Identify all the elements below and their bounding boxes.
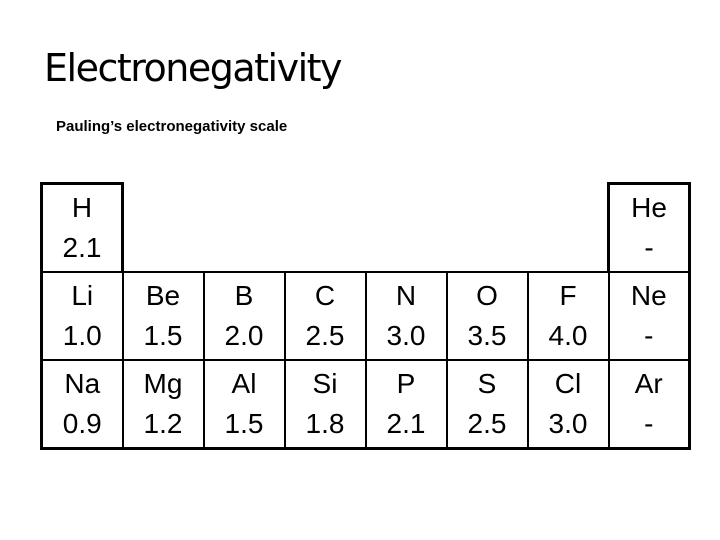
element-value: 1.5 [143, 320, 183, 351]
element-cell-si: Si 1.8 [283, 359, 367, 450]
element-cell-al: Al 1.5 [202, 359, 286, 450]
element-symbol: He [631, 192, 667, 223]
element-symbol: Cl [554, 368, 582, 399]
element-value: 1.5 [224, 408, 264, 439]
element-symbol: Li [71, 280, 94, 311]
element-value: 2.1 [62, 232, 102, 263]
element-symbol: P [396, 368, 416, 399]
row1-empty-space [123, 184, 609, 273]
element-cell-h: H 2.1 [40, 182, 124, 273]
element-value: - [644, 232, 654, 263]
element-value: 4.0 [548, 320, 588, 351]
element-cell-c: C 2.5 [283, 271, 367, 361]
element-value: - [644, 408, 654, 439]
element-cell-p: P 2.1 [364, 359, 448, 450]
element-cell-ar: Ar - [607, 359, 691, 450]
element-cell-cl: Cl 3.0 [526, 359, 610, 450]
element-cell-f: F 4.0 [526, 271, 610, 361]
element-symbol: Be [145, 280, 181, 311]
element-symbol: B [234, 280, 254, 311]
table-row-2: Li 1.0 Be 1.5 B 2.0 C 2.5 N 3.0 O 3.5 [40, 271, 691, 361]
element-symbol: Ar [634, 368, 663, 399]
element-value: 2.1 [386, 408, 426, 439]
element-symbol: H [71, 192, 93, 223]
element-cell-s: S 2.5 [445, 359, 529, 450]
element-value: 1.2 [143, 408, 183, 439]
table-row-1: H 2.1 He - [40, 182, 691, 273]
element-symbol: N [395, 280, 417, 311]
element-cell-be: Be 1.5 [121, 271, 205, 361]
element-value: 3.0 [548, 408, 588, 439]
element-cell-na: Na 0.9 [40, 359, 124, 450]
element-symbol: S [477, 368, 497, 399]
element-value: 3.0 [386, 320, 426, 351]
element-value: 2.5 [305, 320, 345, 351]
element-value: 3.5 [467, 320, 507, 351]
element-cell-n: N 3.0 [364, 271, 448, 361]
slide-title: Electronegativity [44, 46, 343, 90]
table-row-3: Na 0.9 Mg 1.2 Al 1.5 Si 1.8 P 2.1 S 2.5 [40, 359, 691, 450]
element-value: - [644, 320, 654, 351]
element-symbol: Mg [143, 368, 183, 399]
element-symbol: Na [64, 368, 101, 399]
element-symbol: Si [312, 368, 338, 399]
element-cell-b: B 2.0 [202, 271, 286, 361]
element-value: 0.9 [62, 408, 102, 439]
element-value: 1.8 [305, 408, 345, 439]
element-cell-ne: Ne - [607, 271, 691, 361]
electronegativity-table: H 2.1 He - Li 1.0 Be 1.5 B 2.0 C [40, 182, 691, 450]
element-symbol: O [476, 280, 498, 311]
element-symbol: F [559, 280, 577, 311]
element-cell-he: He - [607, 182, 691, 273]
element-cell-o: O 3.5 [445, 271, 529, 361]
element-cell-mg: Mg 1.2 [121, 359, 205, 450]
element-symbol: C [314, 280, 336, 311]
element-cell-li: Li 1.0 [40, 271, 124, 361]
element-value: 1.0 [62, 320, 102, 351]
slide-subtitle: Pauling’s electronegativity scale [56, 118, 288, 135]
element-symbol: Al [231, 368, 257, 399]
element-symbol: Ne [630, 280, 667, 311]
element-value: 2.0 [224, 320, 264, 351]
element-value: 2.5 [467, 408, 507, 439]
